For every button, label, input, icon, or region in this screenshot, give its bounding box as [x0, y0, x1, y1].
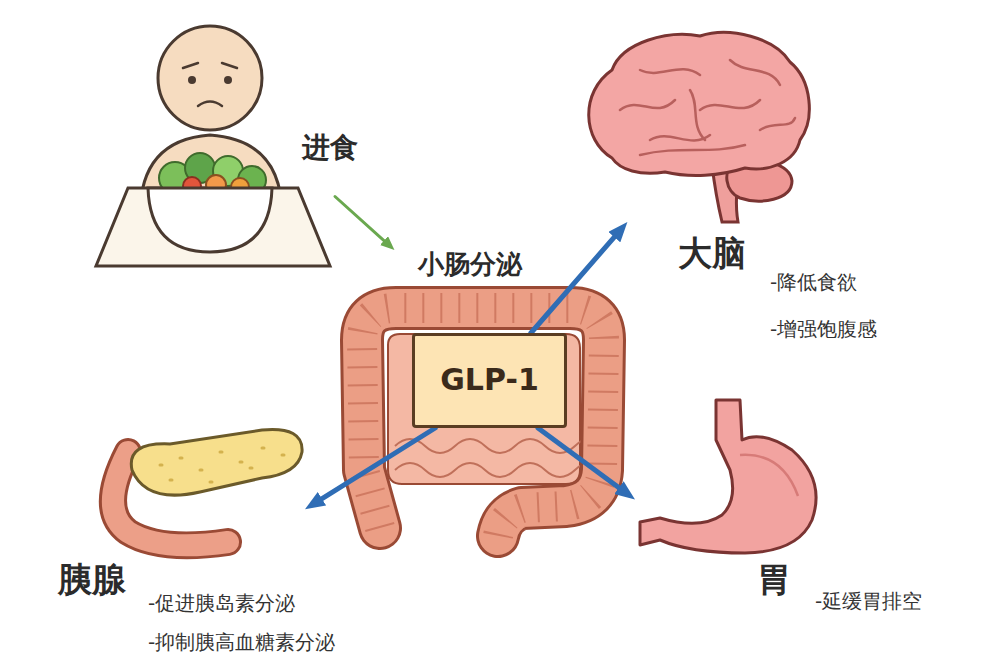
effect-note: -抑制胰高血糖素分泌 [148, 630, 335, 654]
signal-arrow [531, 233, 618, 333]
effect-note: -增强饱腹感 [770, 317, 877, 341]
brain-illustration [589, 32, 810, 222]
stomach-illustration [640, 400, 816, 553]
pancreas-illustration [113, 429, 302, 545]
stomach-organ: 胃 [635, 398, 820, 555]
large-intestine [362, 308, 604, 536]
stomach-fold [740, 455, 798, 496]
large-intestine-outline [362, 308, 604, 536]
stomach [640, 400, 816, 553]
effect-note: -延缓胃排空 [815, 589, 922, 613]
small-intestine [388, 334, 580, 484]
person-brow [183, 63, 237, 68]
intestine-illustration [362, 308, 604, 536]
person-head [158, 26, 262, 130]
person-eye [224, 76, 232, 84]
intestine-organ: 小肠分泌 GLP-1 [322, 250, 640, 545]
brain-organ: 大脑 [585, 30, 807, 222]
hormone-name: GLP-1 [440, 363, 539, 398]
pancreas-organ: 胰腺 [100, 428, 305, 558]
signal-arrow [538, 428, 624, 491]
eating-person: 进食 [95, 25, 335, 270]
organ-heading: 胃 [757, 560, 791, 599]
pancreas-texture [160, 448, 284, 482]
effect-note: -促进胰岛素分泌 [148, 591, 295, 615]
person-illustration [96, 26, 330, 266]
hormone-box: GLP-1 [412, 333, 567, 428]
person-mouth [198, 102, 222, 107]
pancreas-body [131, 429, 302, 495]
organ-heading: 大脑 [678, 234, 746, 273]
organ-heading: 胰腺 [58, 560, 126, 599]
placemat [96, 188, 330, 266]
person-eye [188, 76, 196, 84]
organ-heading: 进食 [302, 132, 358, 164]
effect-note: -降低食欲 [770, 270, 857, 294]
small-intestine-folds [395, 439, 595, 477]
connector-group [317, 197, 624, 502]
cerebrum [589, 32, 810, 175]
signal-arrow [317, 428, 435, 502]
brain-gyri [620, 60, 795, 155]
organ-heading: 小肠分泌 [418, 250, 522, 280]
large-intestine-segments [362, 308, 604, 536]
signal-arrow [335, 197, 387, 244]
bowl [148, 188, 272, 252]
